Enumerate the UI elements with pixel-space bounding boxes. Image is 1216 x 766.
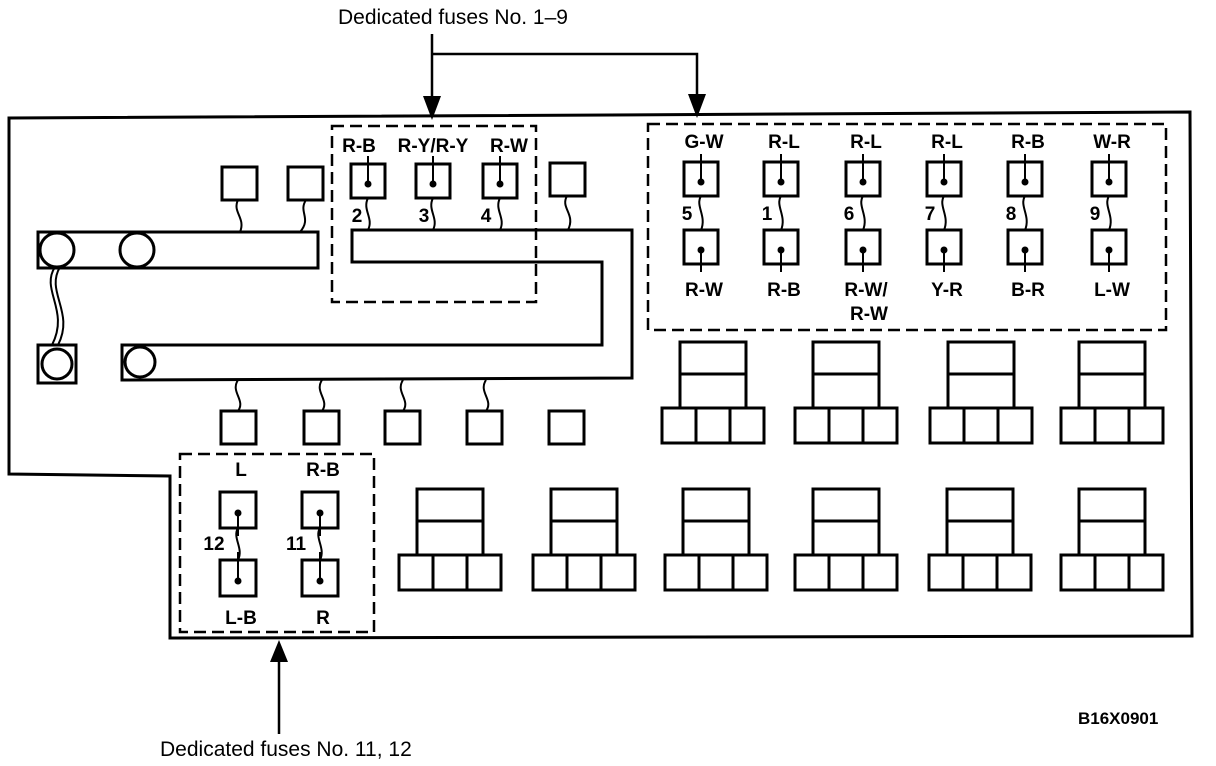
callout-top-arrow — [423, 34, 706, 120]
wire-label-bottom: B-R — [1011, 280, 1045, 301]
group-fuses-11-12 — [218, 490, 340, 598]
wire-label-bottom-line2: R-W — [850, 304, 888, 325]
wire-label-top: G-W — [684, 132, 723, 153]
terminal-row-upper — [220, 161, 587, 233]
wire-label: R-Y/R-Y — [398, 136, 469, 157]
relay — [793, 340, 899, 445]
relay — [531, 487, 637, 592]
wire-label-top: W-R — [1093, 132, 1131, 153]
wire-label-top: R-L — [850, 132, 882, 153]
wire-label: R-W — [490, 136, 528, 157]
wire-label-bottom: R-W/ — [844, 280, 888, 301]
fuse-number: 7 — [925, 204, 936, 225]
wire-label-top: R-L — [931, 132, 963, 153]
callout-top-label: Dedicated fuses No. 1–9 — [338, 6, 568, 29]
fuse-number: 6 — [844, 204, 855, 225]
group-fuses-2-4 — [349, 156, 519, 231]
fuse-number: 1 — [762, 204, 773, 225]
wire-label: R-B — [342, 136, 376, 157]
bus-bar-s-shape — [120, 228, 634, 382]
callout-bottom-label: Dedicated fuses No. 11, 12 — [160, 738, 412, 761]
fuse-number: 2 — [352, 206, 363, 227]
fuse-number: 8 — [1006, 204, 1017, 225]
bus-bar-link-wire — [49, 266, 65, 346]
fuse-number: 4 — [481, 206, 492, 227]
wire-label-bottom: R-B — [767, 280, 801, 301]
wire-label-bottom: L-B — [225, 608, 257, 629]
wire-label-top: R-B — [1011, 132, 1045, 153]
relay — [1059, 340, 1165, 445]
relay-block — [397, 340, 1165, 592]
fuse-number: 3 — [419, 206, 430, 227]
fuse-number: 11 — [286, 534, 307, 555]
wire-label-bottom: L-W — [1094, 280, 1130, 301]
fuse-number: 9 — [1090, 204, 1101, 225]
fuse-number: 12 — [203, 534, 224, 555]
relay — [663, 487, 769, 592]
relay — [928, 340, 1034, 445]
callout-bottom-arrow — [270, 640, 288, 734]
relay — [1059, 487, 1165, 592]
wire-label-top: L — [235, 460, 247, 481]
group-fuses-1-9-dashed — [646, 122, 1168, 332]
terminal-left — [36, 343, 78, 385]
bus-bar-top-left — [36, 230, 320, 270]
wire-label-top: R-B — [306, 460, 340, 481]
relay — [397, 487, 503, 592]
fuse-number: 5 — [682, 204, 693, 225]
relay — [793, 487, 899, 592]
wire-label-bottom: R-W — [685, 280, 723, 301]
group-fuses-1-9 — [682, 154, 1128, 272]
diagram-code: B16X0901 — [1078, 709, 1158, 728]
wire-label-bottom: R — [316, 608, 330, 629]
fuse-box-outline — [7, 110, 1194, 640]
terminal-row-lower — [219, 379, 586, 446]
wire-label-top: R-L — [768, 132, 800, 153]
relay — [927, 487, 1033, 592]
wire-label-bottom: Y-R — [931, 280, 963, 301]
relay — [660, 340, 766, 445]
group-fuses-11-12-dashed — [178, 452, 376, 634]
group-fuses-2-4-dashed — [330, 124, 538, 304]
